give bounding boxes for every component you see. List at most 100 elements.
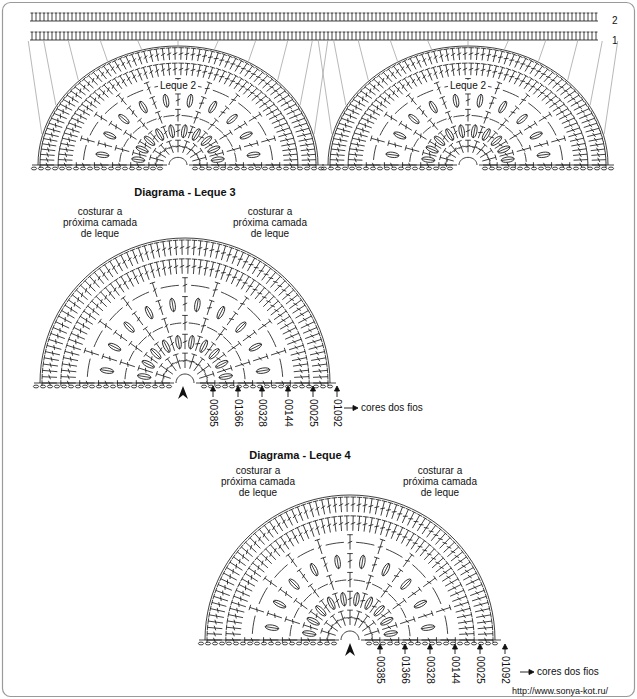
chain-arc: [186, 360, 190, 362]
stitch-top: [330, 152, 331, 158]
stitch-bar: [356, 147, 357, 152]
single-crochet-stitch: [543, 32, 546, 40]
stitch-top: [138, 139, 141, 144]
double-crochet-stitch: [187, 145, 195, 155]
stitch-top: [302, 343, 304, 348]
double-crochet-stitch: [269, 113, 281, 119]
puff-stitch: [497, 145, 511, 155]
chain-arc: [90, 122, 98, 135]
single-crochet-stitch: [519, 13, 522, 21]
stitch-bar: [176, 130, 180, 132]
stitch-top: [252, 278, 257, 281]
double-crochet-stitch: [535, 66, 543, 76]
stitch-bar: [121, 98, 123, 102]
stitch-bar: [161, 69, 165, 72]
single-crochet-stitch: [99, 32, 102, 40]
stitch-bar: [269, 86, 273, 88]
puff-stitch: [100, 367, 114, 374]
chain-stitch: [377, 167, 382, 170]
stitch-bar: [198, 267, 203, 268]
stitch-bar: [525, 163, 527, 167]
single-crochet-stitch: [207, 32, 210, 40]
stitch-bar: [183, 303, 187, 305]
double-crochet-stitch: [509, 54, 514, 65]
stitch-top: [533, 162, 534, 168]
stitch-bar: [526, 65, 531, 67]
stitch-top: [211, 262, 216, 263]
stitch-bar: [355, 153, 357, 158]
stitch-bar: [143, 381, 145, 385]
double-crochet-stitch: [566, 128, 579, 132]
stitch-bar: [353, 109, 354, 114]
single-crochet-stitch: [227, 32, 230, 40]
stitch-top: [225, 162, 226, 168]
puff-core: [479, 94, 481, 107]
stitch-top: [352, 135, 353, 140]
stitch-top: [182, 334, 188, 335]
stitch-top: [468, 63, 474, 64]
stitch-top: [497, 162, 498, 168]
single-crochet-stitch: [479, 13, 482, 21]
double-crochet-stitch: [556, 109, 568, 116]
puff-stitch: [186, 94, 194, 108]
stitch-top: [295, 141, 296, 147]
stitch-top: [425, 52, 430, 54]
stitch-top: [534, 121, 537, 126]
stitch-bar: [343, 128, 345, 133]
double-crochet-stitch: [219, 132, 230, 139]
double-crochet-stitch: [271, 306, 283, 315]
stitch-top: [209, 300, 214, 302]
chain-stitch: [269, 167, 274, 170]
stitch-top: [215, 282, 220, 284]
chain-stitch: [192, 167, 197, 170]
single-crochet-stitch: [275, 13, 278, 21]
stitch-top: [160, 48, 166, 50]
stitch-top: [535, 80, 539, 84]
single-crochet-stitch: [115, 32, 118, 40]
chain-arc: [380, 122, 388, 135]
stitch-bar: [350, 114, 351, 119]
single-crochet-stitch: [463, 32, 466, 40]
chain-arc: [87, 359, 90, 377]
puff-stitch: [433, 135, 446, 147]
chain-stitch: [138, 385, 143, 388]
stitch-top: [175, 124, 181, 125]
double-crochet-stitch: [408, 95, 416, 105]
stitch-top: [399, 121, 402, 126]
puff-core: [208, 147, 220, 152]
stitch-bar: [492, 71, 497, 73]
single-crochet-stitch: [287, 13, 290, 21]
double-crochet-stitch: [129, 108, 137, 118]
stitch-top: [500, 67, 505, 69]
double-crochet-stitch: [197, 365, 209, 374]
single-crochet-stitch: [323, 13, 326, 21]
double-crochet-stitch: [384, 92, 394, 101]
stitch-top: [124, 130, 127, 135]
stitch-top: [465, 124, 471, 125]
chain-arc: [247, 308, 260, 321]
stitch-top: [120, 359, 122, 364]
double-crochet-stitch: [574, 104, 586, 110]
double-crochet-stitch: [579, 113, 592, 118]
chain-stitch: [122, 167, 127, 170]
stitch-top: [397, 80, 401, 84]
stitch-top: [336, 126, 338, 131]
double-crochet-stitch: [239, 82, 247, 92]
stitch-bar: [478, 132, 483, 133]
stitch-bar: [48, 148, 49, 153]
stitch-top: [331, 141, 333, 147]
stitch-top: [445, 111, 450, 113]
double-crochet-stitch: [415, 132, 426, 139]
stitch-bar: [101, 115, 103, 120]
stitch-top: [129, 341, 132, 346]
stitch-top: [253, 330, 256, 335]
single-crochet-stitch: [119, 13, 122, 21]
chain-stitch: [94, 167, 99, 170]
puff-stitch: [191, 128, 202, 142]
stitch-bar: [122, 79, 125, 83]
stitch-bar: [83, 110, 84, 115]
puff-core: [216, 361, 228, 367]
stitch-top: [182, 296, 188, 297]
stitch-bar: [236, 65, 241, 67]
stitch-bar: [303, 133, 306, 137]
